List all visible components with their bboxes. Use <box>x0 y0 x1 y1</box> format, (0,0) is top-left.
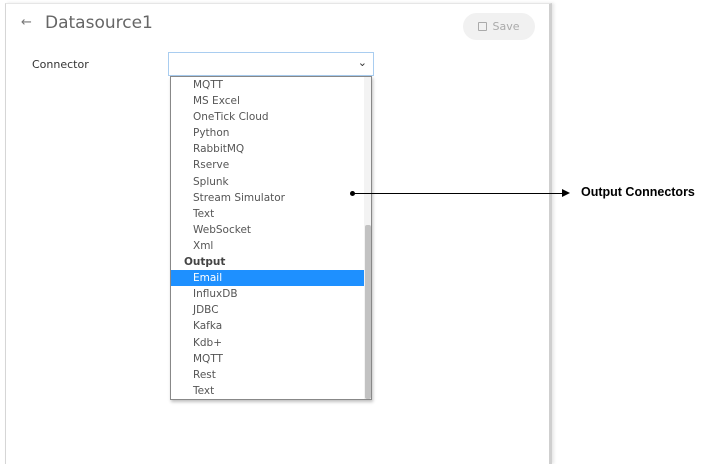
page-title: Datasource1 <box>45 13 153 33</box>
dropdown-option[interactable]: Kafka <box>193 320 223 333</box>
dropdown-option[interactable]: Splunk <box>193 175 229 188</box>
annotation-dot <box>350 191 355 196</box>
dropdown-option[interactable]: MQTT <box>193 352 223 365</box>
save-button[interactable]: Save <box>463 13 535 40</box>
arrowhead-icon <box>562 189 570 197</box>
dropdown-option[interactable]: JDBC <box>193 304 219 317</box>
dropdown-option[interactable]: Email <box>171 270 365 287</box>
dropdown-option[interactable]: Stream Simulator <box>193 191 286 204</box>
connector-label: Connector <box>32 58 89 71</box>
annotation-arrow-line <box>353 193 563 194</box>
save-icon <box>478 22 488 31</box>
scrollbar[interactable] <box>364 77 371 399</box>
dropdown-option[interactable]: MQTT <box>193 79 223 91</box>
dropdown-option[interactable]: MS Excel <box>193 95 240 108</box>
back-arrow-icon[interactable]: ← <box>21 15 32 30</box>
dropdown-option[interactable]: Text <box>193 384 215 397</box>
dropdown-option[interactable]: Xml <box>193 239 214 252</box>
save-label: Save <box>492 20 520 33</box>
datasource-panel <box>5 3 552 464</box>
dropdown-option[interactable]: InfluxDB <box>193 288 238 301</box>
dropdown-option[interactable]: Kdb+ <box>193 336 223 349</box>
annotation-label: Output Connectors <box>581 185 695 199</box>
dropdown-option[interactable]: WebSocket <box>193 223 252 236</box>
dropdown-option[interactable]: RabbitMQ <box>193 143 245 156</box>
dropdown-option[interactable]: Rest <box>193 368 216 381</box>
dropdown-option[interactable]: OneTick Cloud <box>193 111 269 124</box>
connector-select[interactable]: ⌄ <box>168 52 374 76</box>
dropdown-option[interactable]: Rserve <box>193 159 230 172</box>
dropdown-group-header: Output <box>184 256 226 269</box>
dropdown-option[interactable]: Python <box>193 127 230 140</box>
scrollbar-thumb[interactable] <box>365 225 371 399</box>
dropdown-option[interactable]: Text <box>193 207 215 220</box>
chevron-down-icon: ⌄ <box>357 56 367 69</box>
